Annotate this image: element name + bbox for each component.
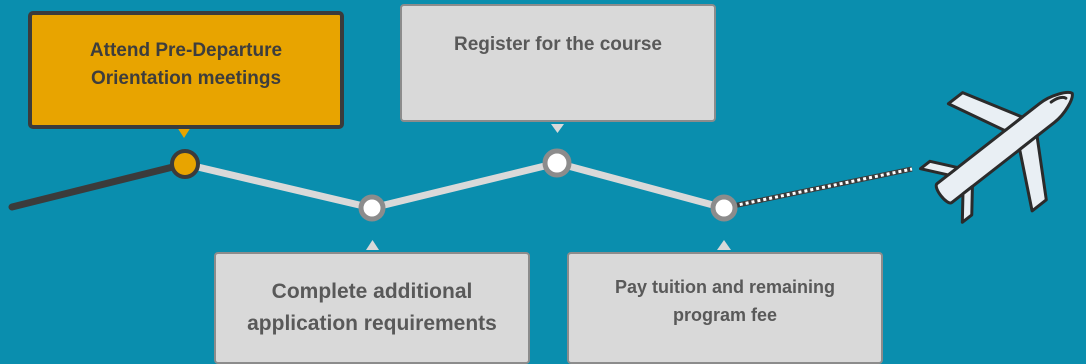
step-1-label: Attend Pre-Departure Orientation meeting… <box>89 40 283 89</box>
node-step-2[interactable] <box>542 148 572 178</box>
node-step-3[interactable] <box>358 194 386 222</box>
path-remaining <box>184 159 725 212</box>
pointer-step-4 <box>717 240 731 250</box>
pointer-step-1 <box>177 127 191 138</box>
step-2-box[interactable]: Register for the course <box>400 4 716 122</box>
step-3-box[interactable]: Complete additional application requirem… <box>214 252 530 364</box>
pointer-step-2 <box>551 124 564 133</box>
step-1-box[interactable]: Attend Pre-Departure Orientation meeting… <box>28 11 344 129</box>
node-step-1[interactable] <box>170 149 200 179</box>
step-4-box[interactable]: Pay tuition and remaining program fee <box>567 252 883 364</box>
path-completed <box>8 160 189 211</box>
pointer-step-3 <box>366 240 379 250</box>
step-3-label: Complete additional application requirem… <box>247 280 497 335</box>
node-step-4[interactable] <box>710 194 738 222</box>
flight-trail <box>727 166 913 210</box>
airplane-icon <box>918 91 1074 224</box>
step-2-label: Register for the course <box>454 34 662 55</box>
step-4-label: Pay tuition and remaining program fee <box>614 277 836 325</box>
flight-trail-dashes <box>727 167 913 209</box>
